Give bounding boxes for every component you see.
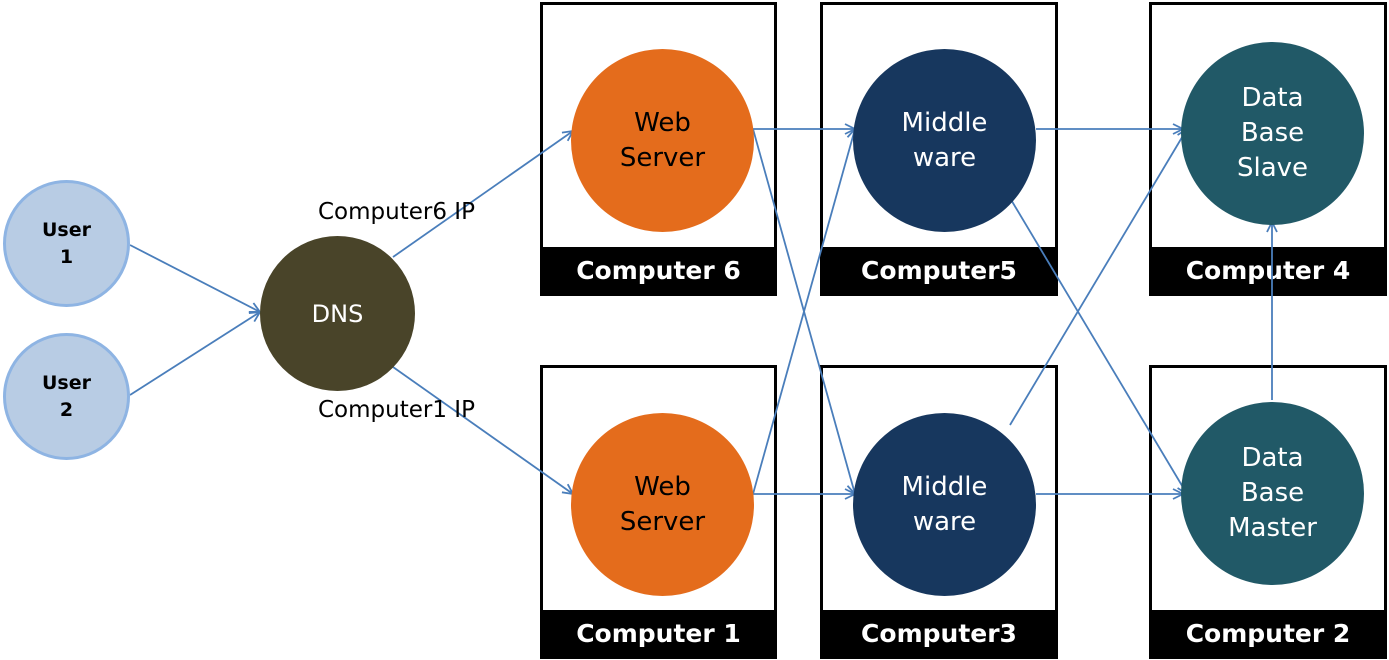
dns-node: DNS [260, 236, 415, 391]
arrow-user1-to-dns [129, 244, 260, 312]
user1-node: User 1 [3, 180, 130, 307]
computer5-label: Computer5 [823, 247, 1055, 293]
database-slave-computer4: Data Base Slave [1181, 42, 1364, 225]
arrow-middleware3-to-dbslave [1009, 129, 1187, 426]
web-server-computer1: Web Server [571, 413, 754, 596]
arrow-middleware5-to-dbmaster [1009, 197, 1187, 494]
computer2-label: Computer 2 [1152, 610, 1384, 656]
arrow-web1-to-middleware5 [752, 129, 855, 495]
computer4-label: Computer 4 [1152, 247, 1384, 293]
arrow-dns-to-webserver1 [392, 366, 573, 494]
computer1-ip-label: Computer1 IP [318, 397, 475, 423]
computer3-label: Computer3 [823, 610, 1055, 656]
middleware-computer3: Middle ware [853, 413, 1036, 596]
computer1-label: Computer 1 [543, 610, 774, 656]
computer6-label: Computer 6 [543, 247, 774, 293]
web-server-computer6: Web Server [571, 49, 754, 232]
arrow-dns-to-webserver6 [392, 131, 573, 258]
user2-node: User 2 [3, 333, 130, 460]
database-master-computer2: Data Base Master [1181, 402, 1364, 585]
computer6-ip-label: Computer6 IP [318, 199, 475, 225]
middleware-computer5: Middle ware [853, 49, 1036, 232]
arrow-user2-to-dns [129, 312, 260, 396]
